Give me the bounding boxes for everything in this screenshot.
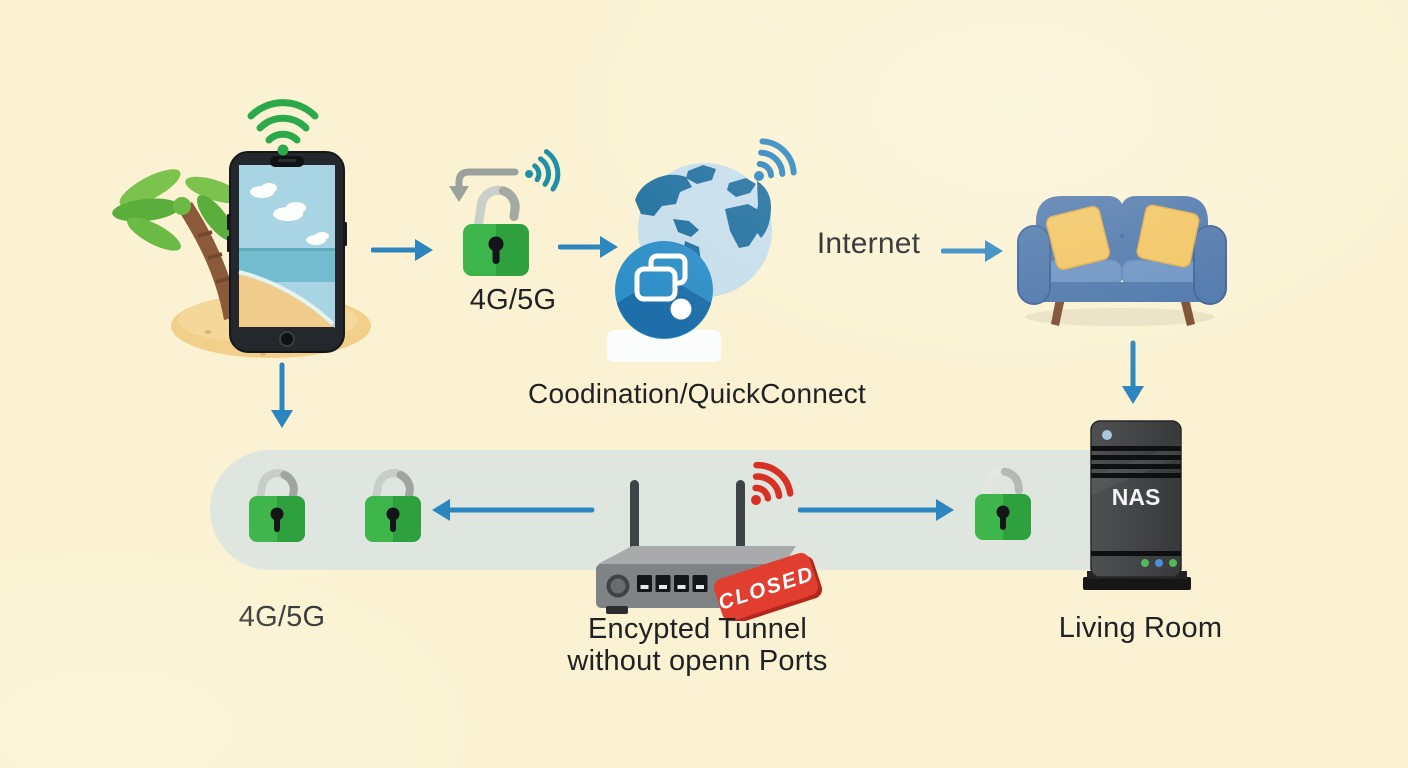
wifi-blue-icon: [754, 138, 797, 181]
arrow-right-icon: [558, 236, 618, 258]
router-icon: CLOSED: [596, 461, 823, 621]
status-leds: [1141, 559, 1177, 567]
coordination-label: Coodination/QuickConnect: [528, 378, 866, 409]
cellular-bottom-label: 4G/5G: [238, 601, 326, 633]
living-room-label: Living Room: [1058, 612, 1223, 644]
cloud-icons: [250, 183, 329, 245]
arrow-left-icon: [432, 499, 595, 521]
pillow-icon: [1136, 204, 1200, 268]
ethernet-ports: [637, 575, 708, 592]
power-led-icon: [1102, 430, 1112, 440]
wifi-red-icon: [751, 461, 794, 505]
pillow-icon: [1046, 206, 1110, 270]
wifi-teal-icon: [525, 149, 561, 192]
unlocked-padlock-icon: [449, 149, 561, 276]
padlock-icon: [249, 469, 305, 542]
padlock-icon: [365, 469, 421, 542]
cellular-top-label: 4G/5G: [469, 284, 557, 316]
nas-label: NAS: [1112, 484, 1161, 510]
quickconnect-badge-icon: [607, 241, 721, 362]
closed-badge: CLOSED: [713, 552, 823, 621]
internet-label: Internet: [816, 227, 921, 260]
tunnel-caption-line1: Encypted Tunnel: [587, 613, 808, 645]
nas-tower-icon: NAS: [1083, 420, 1191, 590]
palm-tree-icon: [112, 169, 243, 320]
tunnel-caption-line2: without openn Ports: [567, 645, 828, 677]
sofa-icon: [1017, 196, 1227, 326]
wifi-green-icon: [247, 99, 319, 156]
arrow-down-icon: [1122, 340, 1144, 404]
globe-icon: [607, 138, 797, 362]
redirect-arrow-icon: [449, 168, 519, 202]
arrow-right-icon: [371, 239, 433, 261]
home-button-icon: [279, 331, 295, 347]
padlock-icon: [975, 467, 1031, 540]
arrow-down-icon: [271, 362, 293, 428]
smartphone-beach-icon: [227, 151, 347, 353]
arrow-right-icon: [798, 499, 954, 521]
arrow-right-icon: [941, 240, 1003, 262]
